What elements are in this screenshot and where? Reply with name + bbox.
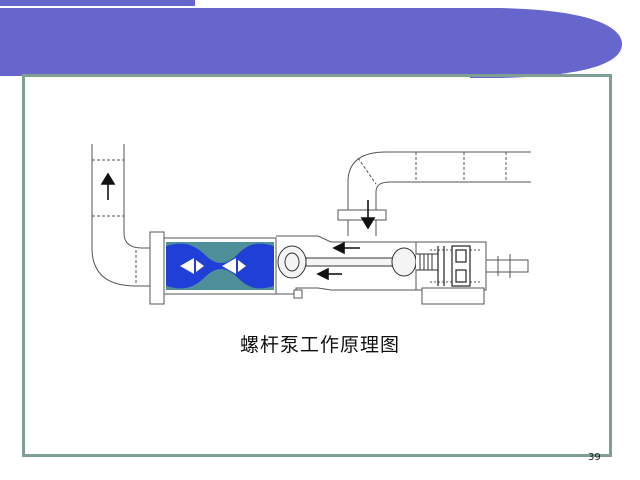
screw-pump-diagram xyxy=(91,144,531,305)
slide-frame xyxy=(22,74,612,457)
diagram-caption: 螺杆泵工作原理图 xyxy=(239,334,400,356)
drive-shaft xyxy=(485,259,529,273)
universal-joint-rear xyxy=(391,247,417,277)
inlet-pipe xyxy=(347,151,531,210)
page-number: 39 xyxy=(588,452,601,463)
outlet-flange xyxy=(149,231,165,305)
connecting-rod xyxy=(305,257,397,267)
outlet-pipe xyxy=(91,144,158,287)
inlet-flange xyxy=(337,209,387,221)
header-banner xyxy=(0,0,622,79)
rotor xyxy=(166,243,274,289)
drain-plug xyxy=(293,289,303,299)
cavity-arrows xyxy=(180,258,246,274)
